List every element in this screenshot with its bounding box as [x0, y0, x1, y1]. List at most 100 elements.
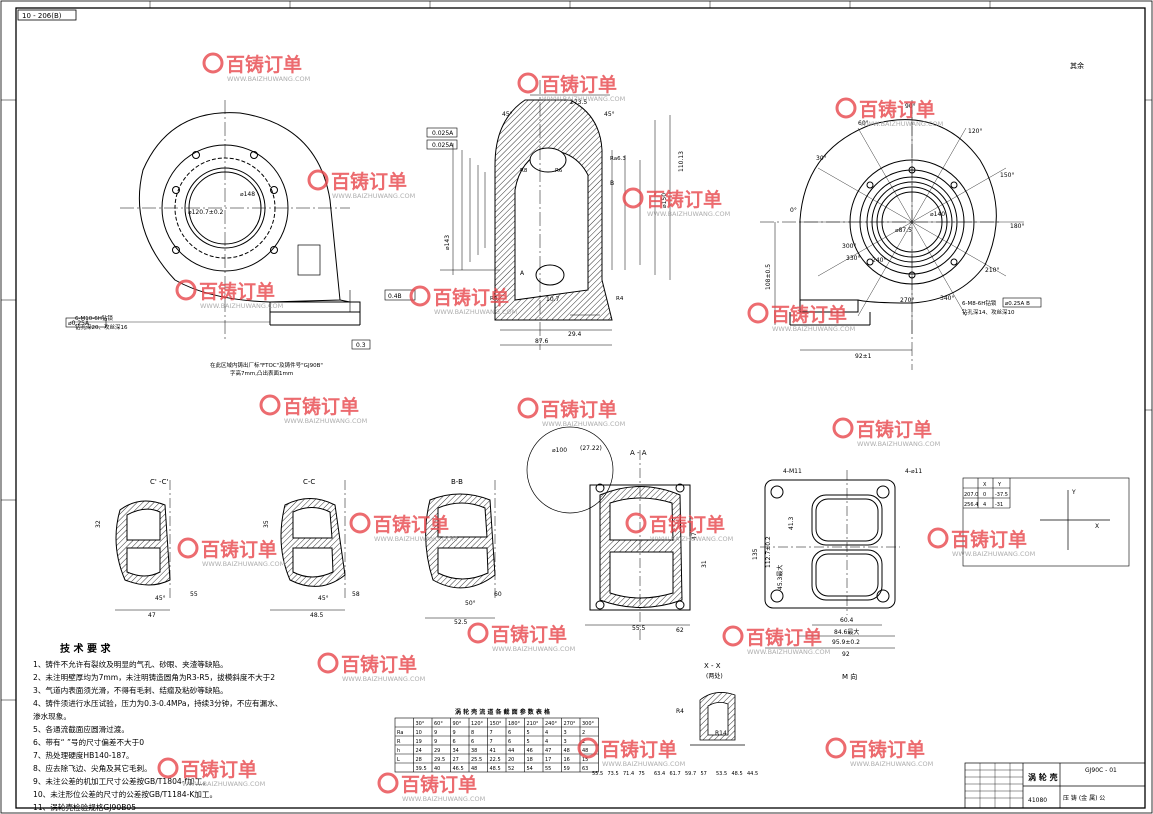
detail-x-subtitle: (两处) [706, 672, 723, 680]
side-dim-1: ⌀140 [930, 211, 945, 218]
coord-axis-y: Y [1071, 489, 1076, 496]
sec-angle-3: 50° [465, 600, 476, 607]
watermark-url: WWW.BAIZHUWANG.COM [374, 535, 457, 543]
watermark-brand: 百铸订单 [201, 538, 277, 561]
angle-180: 180° [1010, 223, 1024, 230]
param-cell: 30° [416, 721, 425, 727]
param-bottom-cell: 75 [639, 771, 645, 777]
watermark-brand: 百铸订单 [181, 758, 257, 781]
param-cell: 28 [416, 757, 422, 763]
outlet-dim-8: 92 [842, 651, 850, 658]
param-cell: 29.5 [434, 757, 445, 763]
angle-120: 120° [968, 128, 982, 135]
watermark-brand: 百铸订单 [341, 653, 417, 676]
section-c1 [115, 480, 171, 611]
angle-0: 0° [790, 207, 797, 214]
side-angle-labels: 90° 60° 120° 30° 150° 0° 180° 210° 240° … [790, 103, 1024, 304]
watermark-url: WWW.BAIZHUWANG.COM [857, 440, 940, 448]
sec-dim-47: 47 [148, 612, 156, 619]
param-cell: h [397, 748, 400, 754]
sec-angle-2: 45° [318, 595, 329, 602]
param-cell: 3 [564, 739, 567, 745]
title-block-material: 压 铸 (金 属) 公 [1063, 794, 1105, 802]
param-cell: 40 [434, 766, 440, 772]
param-cell: 120° [471, 721, 484, 727]
param-cell: 270° [564, 721, 577, 727]
section-view [426, 80, 671, 350]
param-cell: 59 [564, 766, 570, 772]
section-c1-title: C' -C' [150, 478, 168, 486]
aa-dim-5: 47 [691, 532, 698, 540]
section-dim-3: 29.4 [568, 331, 582, 338]
watermark-brand: 百铸订单 [199, 280, 275, 303]
angle-340: 340° [940, 295, 954, 302]
outlet-dim-1: 135 [752, 548, 759, 560]
section-dim-2: 87.6 [535, 338, 549, 345]
watermark-url: WWW.BAIZHUWANG.COM [402, 795, 485, 803]
param-cell: 18 [527, 757, 533, 763]
param-bottom-cell: 44.5 [747, 771, 758, 777]
section-vdim-2: ⌀143 [444, 235, 451, 250]
param-cell: 210° [527, 721, 540, 727]
param-cell: 3 [564, 730, 567, 736]
param-cell: 20 [508, 757, 514, 763]
param-bottom-cell: 55.5 [592, 771, 603, 777]
tech-req-7: 6、带有“ ”号的尺寸偏差不大于0 [33, 737, 144, 747]
tech-req-title: 技 术 要 求 [60, 642, 111, 655]
section-aa-title: A - A [630, 449, 647, 457]
title-block-code: GJ90C - 01 [1085, 767, 1117, 774]
angle-90: 90° [905, 103, 916, 110]
tech-req-2: 2、未注明壁厚均为7mm，未注明铸造圆角为R3-R5，拔模斜度不大于2 [33, 672, 275, 682]
watermark-url: WWW.BAIZHUWANG.COM [200, 302, 283, 310]
param-cell: 29 [434, 748, 440, 754]
angle-330: 330° [846, 255, 860, 262]
param-cell: 48 [582, 748, 588, 754]
front-view [70, 100, 361, 340]
front-dim-1: ⌀120.7±0.2 [188, 209, 224, 216]
coord-r2c2: 4 [983, 502, 986, 508]
param-cell: 180° [508, 721, 521, 727]
param-cell: 38 [471, 748, 477, 754]
section-label-r4b: R4 [616, 296, 624, 302]
watermark-brand: 百铸订单 [541, 73, 617, 96]
param-bottom-cell: 48.5 [732, 771, 743, 777]
watermark-brand: 百铸订单 [541, 398, 617, 421]
outlet-note-2: 4-⌀11 [905, 468, 922, 475]
param-cell: 5 [527, 730, 530, 736]
sec-dim-52-5: 52.5 [454, 619, 468, 626]
tech-requirements: 技 术 要 求 1、铸件不允许有裂纹及明显的气孔、砂眼、夹渣等缺陷。 2、未注明… [33, 642, 282, 812]
outlet-dim-4: 45.3最大 [776, 565, 784, 590]
param-cell: 4 [545, 739, 548, 745]
outlet-dim-2: 112.7±0.2 [765, 536, 772, 568]
front-cast-note: 在此区域内铸出厂标"FTOC"及铸件号"GJ90B" [210, 361, 323, 369]
title-block-name: 涡 轮 壳 [1028, 772, 1058, 782]
watermark-brand: 百铸订单 [601, 738, 677, 761]
side-bolt-note-1: 6-M8-6H钻锁 [962, 299, 997, 307]
section-label-r6: R6 [555, 168, 563, 174]
param-bottom-cell: 71.4 [623, 771, 634, 777]
coord-header-x: X [983, 482, 987, 488]
detail-x-dim-2: R14 [715, 730, 727, 737]
detail-x-title: X - X [704, 662, 721, 670]
param-cell: 240° [545, 721, 558, 727]
sec-dim-55: 55 [190, 591, 198, 598]
watermark-brand: 百铸订单 [373, 513, 449, 536]
outlet-dim-3: 41.3 [788, 516, 795, 530]
param-cell: 16 [564, 757, 570, 763]
param-table-title: 涡 轮 壳 流 道 各 截 面 参 数 表 格 [455, 708, 551, 716]
watermark-brand: 百铸订单 [646, 188, 722, 211]
front-perp: 0.4B [388, 293, 402, 300]
param-cell: 6 [508, 739, 511, 745]
front-tol-box: ⌀0.25A [68, 320, 90, 327]
section-b [425, 480, 496, 619]
watermark-url: WWW.BAIZHUWANG.COM [284, 417, 367, 425]
